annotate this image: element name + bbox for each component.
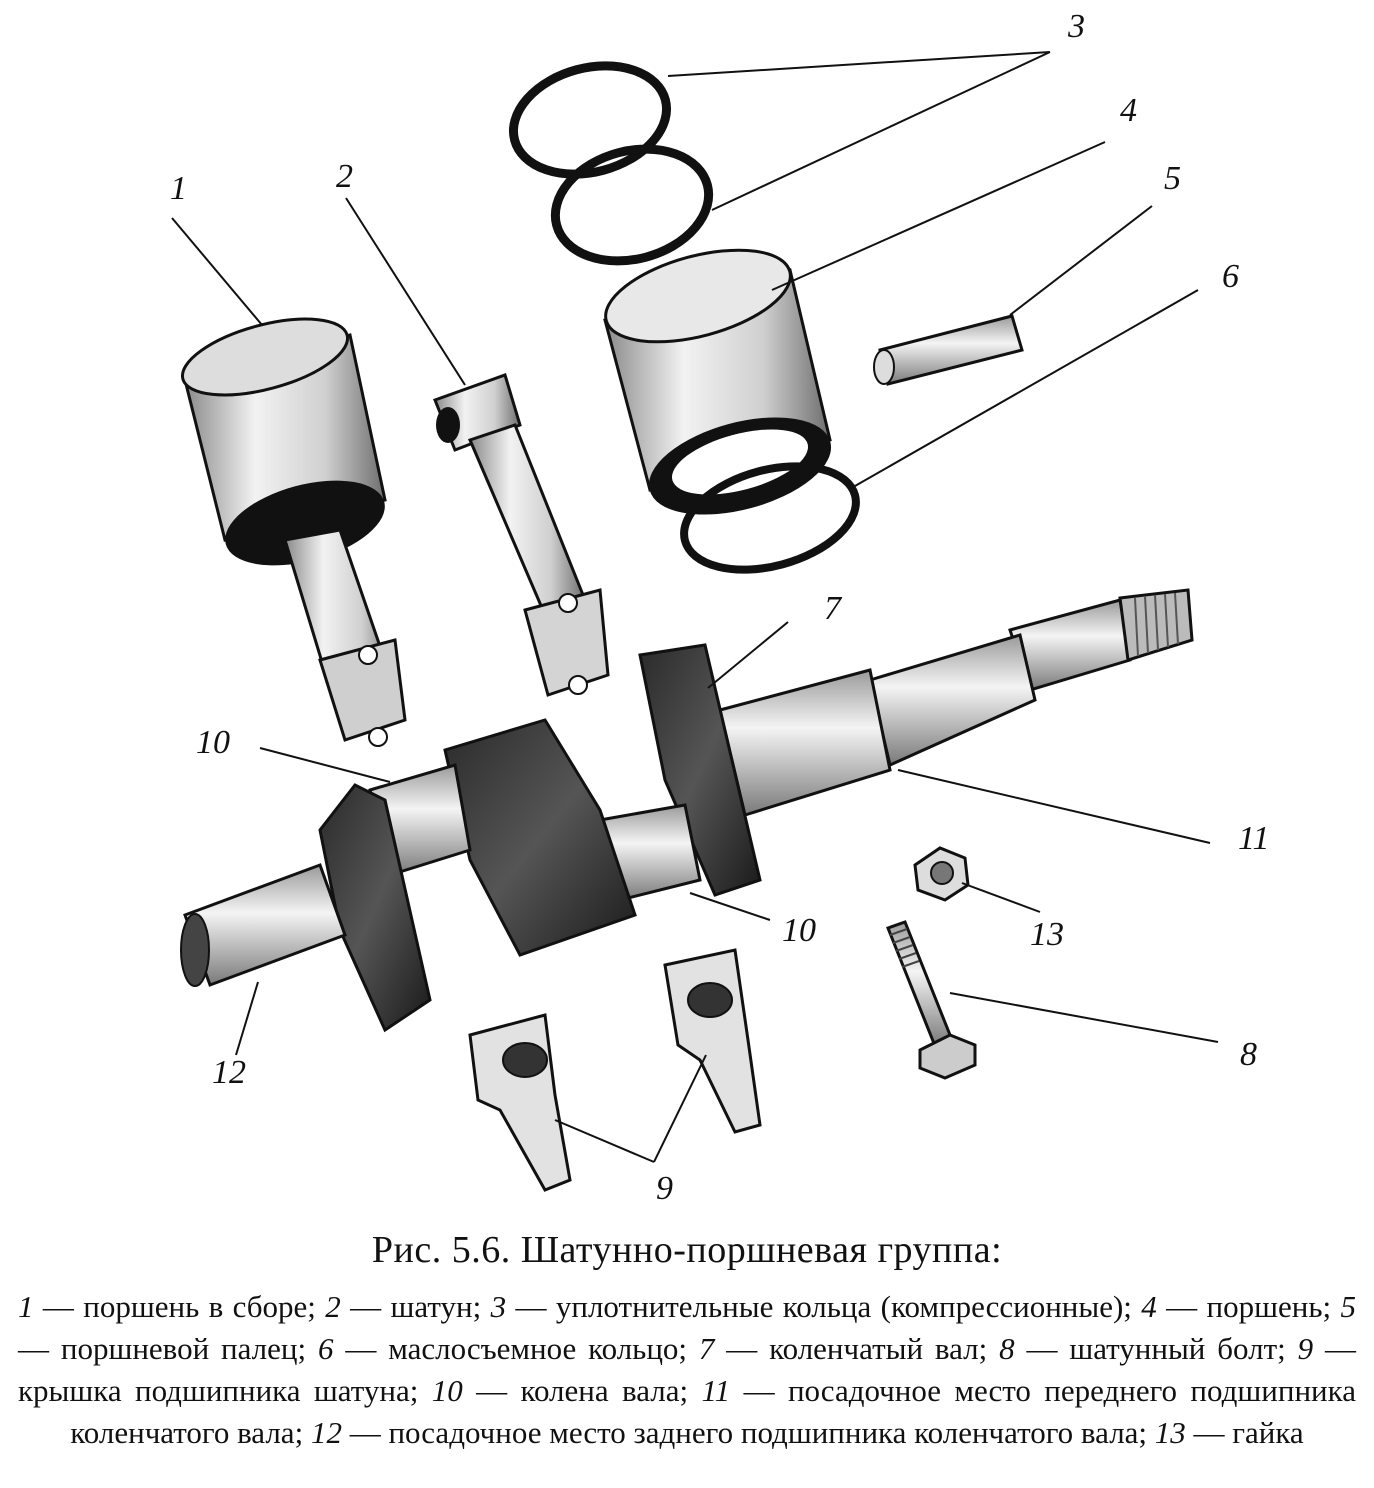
- callout-12: 12: [212, 1054, 246, 1091]
- oil-scraper-ring: [680, 462, 860, 574]
- legend-number: 1: [18, 1289, 34, 1324]
- rod-bearing-cap-right: [663, 948, 762, 1134]
- legend-text: — крышка подшипника шатуна;: [18, 1331, 1356, 1408]
- piston-pin: [873, 314, 1024, 386]
- figure-caption-title: Рис. 5.6. Шатунно-поршневая группа:: [371, 1229, 1003, 1271]
- legend-number: 9: [1297, 1331, 1314, 1366]
- legend-text: — поршень в сборе;: [33, 1289, 326, 1324]
- figure-legend: 1 — поршень в сборе; 2 — шатун; 3 — упло…: [18, 1286, 1356, 1454]
- legend-number: 10: [431, 1373, 463, 1408]
- callout-10-right: 10: [782, 912, 816, 949]
- legend-number: 11: [701, 1373, 731, 1408]
- callout-9: 9: [656, 1170, 673, 1207]
- legend-number: 3: [490, 1289, 507, 1324]
- castle-nut: [913, 846, 970, 902]
- legend-number: 7: [698, 1331, 715, 1366]
- callout-6: 6: [1222, 258, 1239, 295]
- crankshaft: [180, 588, 1194, 1033]
- legend-text: — колена вала;: [462, 1373, 702, 1408]
- rod-bearing-cap-left: [468, 1013, 572, 1192]
- legend-number: 8: [999, 1331, 1015, 1366]
- legend-text: — уплотнительные кольца (компрессионные)…: [506, 1289, 1142, 1324]
- legend-text: — гайка: [1185, 1415, 1304, 1450]
- connecting-rod: [433, 373, 610, 697]
- callout-2: 2: [336, 158, 353, 195]
- callout-10-left: 10: [196, 724, 230, 761]
- callout-13: 13: [1030, 916, 1064, 953]
- compression-ring-lower: [550, 144, 714, 266]
- exploded-assembly-drawing: [171, 51, 1219, 1192]
- callout-3: 3: [1068, 8, 1085, 45]
- callout-8: 8: [1240, 1036, 1257, 1073]
- legend-text: — поршневой палец;: [18, 1331, 318, 1366]
- callout-4: 4: [1120, 92, 1137, 129]
- legend-number: 4: [1141, 1289, 1157, 1324]
- legend-text: — коленчатый вал;: [714, 1331, 1000, 1366]
- piston: [603, 248, 832, 515]
- legend-number: 13: [1154, 1415, 1186, 1450]
- legend-number: 12: [310, 1415, 342, 1450]
- legend-text: — поршень;: [1156, 1289, 1341, 1324]
- callout-1: 1: [170, 170, 187, 207]
- legend-number: 5: [1340, 1289, 1357, 1324]
- legend-text: — маслосъемное кольцо;: [333, 1331, 699, 1366]
- legend-text: — шатунный болт;: [1014, 1331, 1298, 1366]
- piston-assembly: [180, 317, 407, 747]
- callout-5: 5: [1164, 160, 1181, 197]
- legend-text: — шатун;: [340, 1289, 491, 1324]
- callout-11: 11: [1238, 820, 1270, 857]
- legend-text: — посадочное место переднего подшипника …: [70, 1373, 1356, 1450]
- legend-number: 2: [325, 1289, 341, 1324]
- compression-ring-upper: [508, 61, 672, 179]
- leader-lines: [171, 51, 1219, 1163]
- legend-text: — посадочное место заднего подшипника ко…: [341, 1415, 1155, 1450]
- callout-7: 7: [824, 590, 841, 627]
- legend-number: 6: [317, 1331, 334, 1366]
- connecting-rod-bolt: [886, 920, 977, 1080]
